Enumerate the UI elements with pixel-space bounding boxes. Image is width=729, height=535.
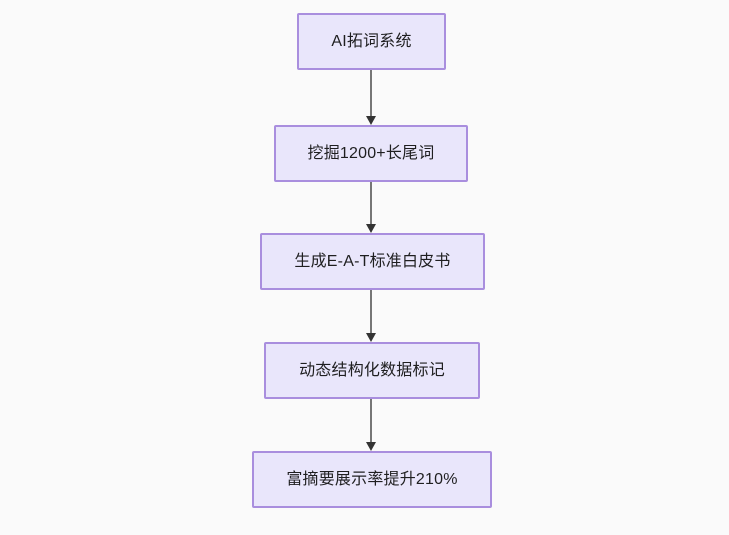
- arrowhead-icon: [365, 442, 376, 451]
- arrowhead-icon: [365, 116, 376, 125]
- edge-n4-n5: [365, 399, 376, 451]
- flow-node-label: 生成E-A-T标准白皮书: [294, 252, 451, 270]
- flow-node-ai-keyword-system[interactable]: AI拓词系统: [297, 13, 446, 70]
- flow-node-label: AI拓词系统: [331, 32, 412, 50]
- flow-node-longtail-keywords[interactable]: 挖掘1200+长尾词: [274, 125, 468, 182]
- flow-node-label: 富摘要展示率提升210%: [286, 470, 458, 488]
- arrowhead-icon: [365, 224, 376, 233]
- edge-line: [370, 399, 372, 443]
- arrowhead-icon: [365, 333, 376, 342]
- edge-line: [370, 182, 372, 225]
- flow-node-label: 动态结构化数据标记: [299, 361, 445, 379]
- edge-n1-n2: [365, 70, 376, 125]
- flow-node-eat-whitepaper[interactable]: 生成E-A-T标准白皮书: [260, 233, 485, 290]
- flow-node-label: 挖掘1200+长尾词: [307, 144, 435, 162]
- edge-line: [370, 290, 372, 334]
- flow-node-rich-snippet-result[interactable]: 富摘要展示率提升210%: [252, 451, 492, 508]
- flow-node-structured-data-markup[interactable]: 动态结构化数据标记: [264, 342, 480, 399]
- edge-n3-n4: [365, 290, 376, 342]
- edge-line: [370, 70, 372, 117]
- edge-n2-n3: [365, 182, 376, 233]
